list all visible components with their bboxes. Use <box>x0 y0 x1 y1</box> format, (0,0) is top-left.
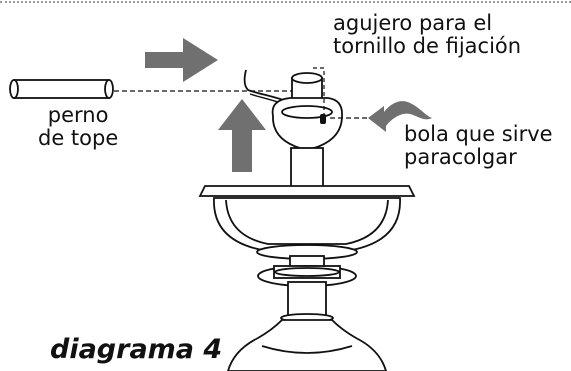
right-arrow-icon <box>145 38 218 82</box>
stop-pin <box>9 79 114 99</box>
downrod-assembly <box>271 72 343 189</box>
dotted-border <box>0 1 571 3</box>
hole-label: agujero para el tornillo de fijación <box>333 12 521 58</box>
ball-label: bola que sirve paracolgar <box>404 123 553 169</box>
hole-label-line1: agujero para el <box>333 11 493 35</box>
hole-leader-line <box>313 67 325 116</box>
ball-label-line2: paracolgar <box>404 145 517 169</box>
pin-label: perno de tope <box>38 104 118 150</box>
motor-housing <box>227 255 387 371</box>
diagram-caption: diagrama 4 <box>50 334 223 365</box>
up-arrow-icon <box>218 99 266 172</box>
pin-label-line1: perno <box>47 103 109 127</box>
set-screw-hole <box>320 114 326 124</box>
curved-arrow-icon <box>368 101 432 132</box>
hole-label-line2: tornillo de fijación <box>333 34 522 58</box>
pin-label-line2: de tope <box>38 126 119 150</box>
ball-label-line1: bola que sirve <box>404 122 553 146</box>
canopy <box>198 185 416 260</box>
